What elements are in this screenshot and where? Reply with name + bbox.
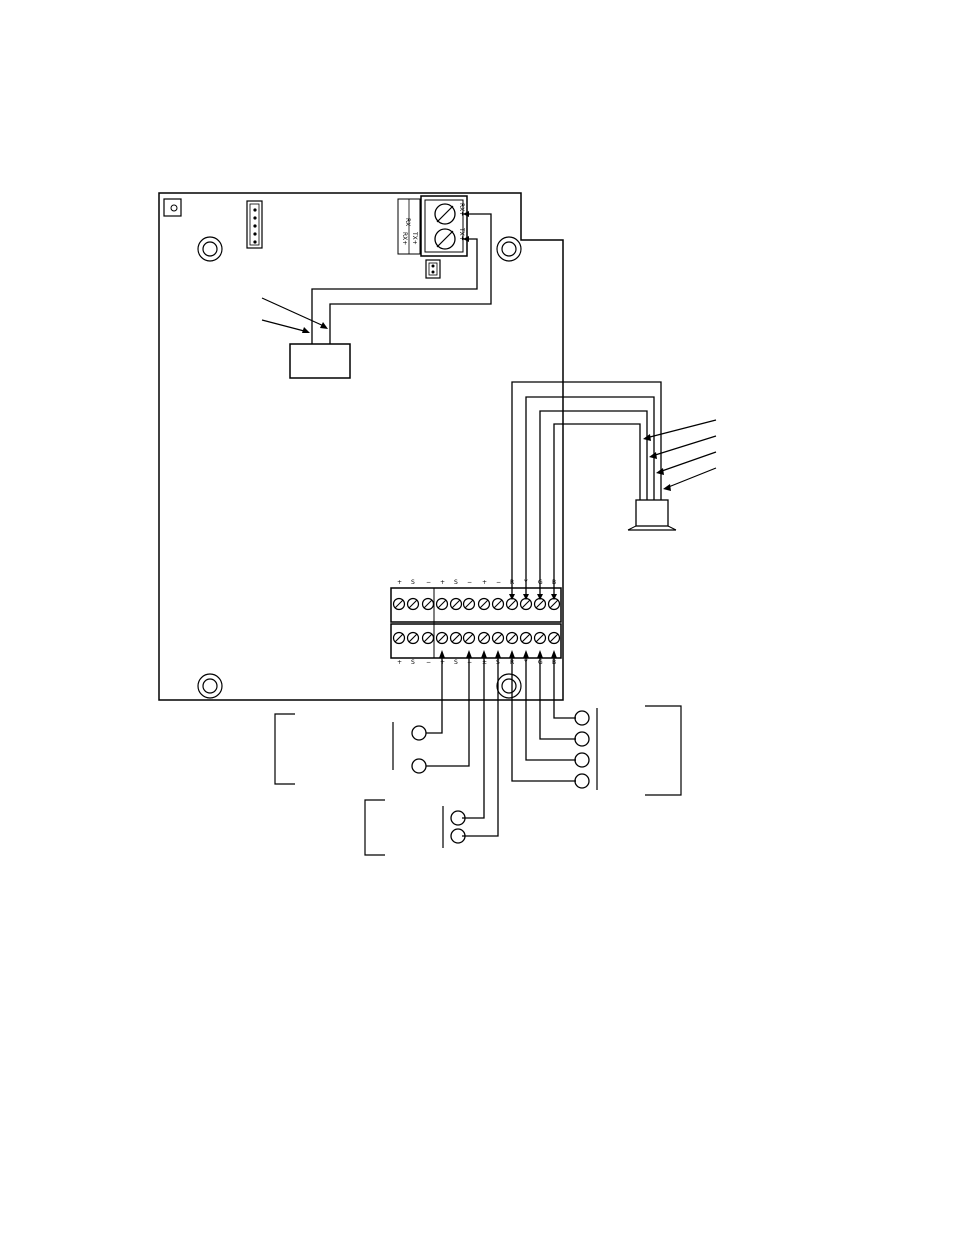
rx-plus-label: RX+ xyxy=(401,232,408,245)
internal-wiring xyxy=(311,211,492,344)
terminal-label: Y xyxy=(523,579,528,586)
terminal-label: S xyxy=(454,659,458,666)
terminal-screw xyxy=(392,597,406,611)
field-wiring-left xyxy=(426,650,501,837)
sig-label-1: RX+ xyxy=(458,203,465,216)
header-connector xyxy=(246,200,263,249)
terminal-label: S xyxy=(411,579,415,586)
sensor-pointer-arrows xyxy=(643,419,717,491)
wire-arrowhead xyxy=(509,594,515,600)
mounting-hole xyxy=(197,236,223,262)
terminal-screw xyxy=(462,631,476,645)
terminal-screw xyxy=(519,631,533,645)
sig-label-2: TX+ xyxy=(458,227,465,241)
terminal-screw xyxy=(477,597,491,611)
terminal-label: − xyxy=(467,579,472,586)
terminal-screw xyxy=(547,631,561,645)
terminal-label: − xyxy=(426,579,431,586)
wire-arrowhead xyxy=(537,594,543,600)
terminal-screw xyxy=(449,631,463,645)
mounting-hole xyxy=(496,673,522,699)
terminal-label: + xyxy=(397,659,402,666)
jumper-component xyxy=(163,198,182,217)
terminal-label: S xyxy=(454,579,458,586)
terminal-label: B xyxy=(552,579,556,586)
device-module xyxy=(289,343,351,379)
terminal-screw xyxy=(435,631,449,645)
device-group-3 xyxy=(574,705,682,796)
terminal-label: − xyxy=(426,659,431,666)
circuit-board xyxy=(158,192,564,701)
terminal-screw xyxy=(491,631,505,645)
wire-arrowhead xyxy=(551,594,557,600)
sensor-probe xyxy=(627,499,677,531)
terminal-label: S xyxy=(411,659,415,666)
terminal-screw xyxy=(421,597,435,611)
terminal-screw xyxy=(406,597,420,611)
terminal-label: + xyxy=(440,579,445,586)
terminal-screw xyxy=(392,631,406,645)
terminal-label: + xyxy=(482,579,487,586)
device-group-1 xyxy=(274,713,427,785)
top-terminal-block: RX RX+ TX+ RX+ TX+ xyxy=(397,195,468,257)
rx-label-top: RX xyxy=(404,218,411,226)
field-wiring-right xyxy=(509,650,576,782)
terminal-screw xyxy=(491,597,505,611)
terminal-label: + xyxy=(397,579,402,586)
terminal-label: G xyxy=(538,579,543,586)
terminal-screw xyxy=(505,597,519,611)
terminal-label: R xyxy=(510,579,514,586)
terminal-screw xyxy=(519,597,533,611)
pointer-arrows xyxy=(261,297,328,333)
terminal-screw xyxy=(462,597,476,611)
device-group-2 xyxy=(364,799,466,856)
two-pin-connector xyxy=(425,259,441,279)
terminal-screw xyxy=(505,631,519,645)
wire-arrowhead xyxy=(523,594,529,600)
terminal-screw xyxy=(547,597,561,611)
terminal-screw xyxy=(406,631,420,645)
mounting-hole xyxy=(496,236,522,262)
tx-plus-label: TX+ xyxy=(411,231,418,245)
terminal-screw xyxy=(435,597,449,611)
terminal-screw xyxy=(477,631,491,645)
cable-to-sensor xyxy=(511,381,662,595)
terminal-screw xyxy=(421,631,435,645)
mounting-hole xyxy=(197,673,223,699)
terminal-screw xyxy=(533,597,547,611)
terminal-screw xyxy=(533,631,547,645)
terminal-screw xyxy=(449,597,463,611)
terminal-label: − xyxy=(496,579,501,586)
